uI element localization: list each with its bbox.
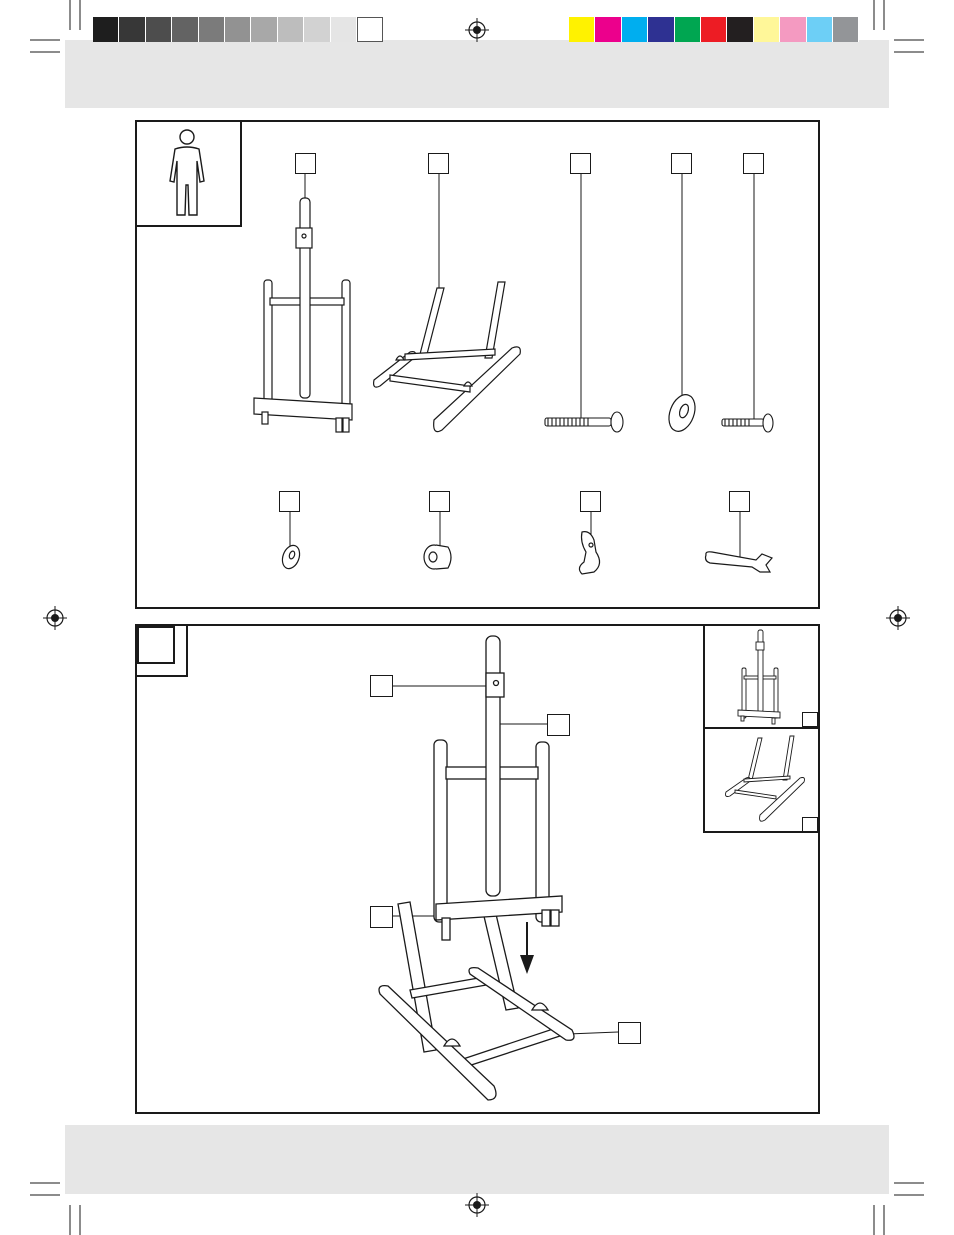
color-swatch [674, 17, 701, 42]
gray-swatch [251, 17, 278, 42]
person-icon-box [135, 120, 242, 227]
short-bolt-icon [721, 413, 774, 433]
easel-base-icon [373, 281, 521, 433]
registration-mark-top [465, 18, 489, 42]
step-callout-box [547, 714, 570, 736]
step-callout-box [618, 1022, 641, 1044]
step-callout-box [370, 906, 393, 928]
part-callout-box [580, 491, 601, 512]
small-washer-icon [281, 544, 301, 570]
color-swatch [569, 17, 596, 42]
gray-swatch [172, 17, 199, 42]
parts-panel [135, 120, 820, 609]
gray-swatch [225, 17, 252, 42]
gray-swatch [304, 17, 331, 42]
color-swatch [727, 17, 754, 42]
down-arrow-icon [520, 922, 534, 974]
color-swatch [833, 17, 860, 42]
gray-swatch [93, 17, 120, 42]
gray-swatch [198, 17, 225, 42]
part-callout-box [428, 153, 449, 174]
step-notch [135, 624, 188, 677]
top-gray-band [65, 40, 889, 108]
part-callout-box [429, 491, 450, 512]
color-swatch [595, 17, 622, 42]
standing-person-icon [169, 129, 205, 216]
part-callout-box [743, 153, 764, 174]
step-number-box [137, 626, 175, 664]
color-swatch [701, 17, 728, 42]
thumbnail-tag [802, 817, 818, 832]
color-swatch [780, 17, 807, 42]
easel-frame-icon [253, 197, 353, 433]
gray-swatch [357, 17, 384, 42]
part-callout-box [729, 491, 750, 512]
washer-icon [668, 394, 696, 432]
wrench-icon [704, 551, 774, 573]
gray-swatch [119, 17, 146, 42]
gray-swatch [330, 17, 357, 42]
color-swatch [648, 17, 675, 42]
long-bolt-icon [544, 411, 624, 433]
color-swatch [621, 17, 649, 42]
color-swatch [753, 17, 781, 42]
part-callout-box [570, 153, 591, 174]
registration-mark-left [43, 606, 67, 630]
gray-swatch [277, 17, 305, 42]
wing-nut-icon [578, 531, 601, 575]
gray-swatch [145, 17, 173, 42]
thumbnail-tag [802, 712, 818, 727]
nut-icon [423, 544, 452, 570]
step-callout-box [370, 675, 393, 697]
color-swatch [806, 17, 833, 42]
part-callout-box [295, 153, 316, 174]
part-callout-box [279, 491, 300, 512]
registration-mark-bottom [465, 1193, 489, 1217]
registration-mark-right [886, 606, 910, 630]
part-callout-box [671, 153, 692, 174]
bottom-gray-band [65, 1125, 889, 1194]
